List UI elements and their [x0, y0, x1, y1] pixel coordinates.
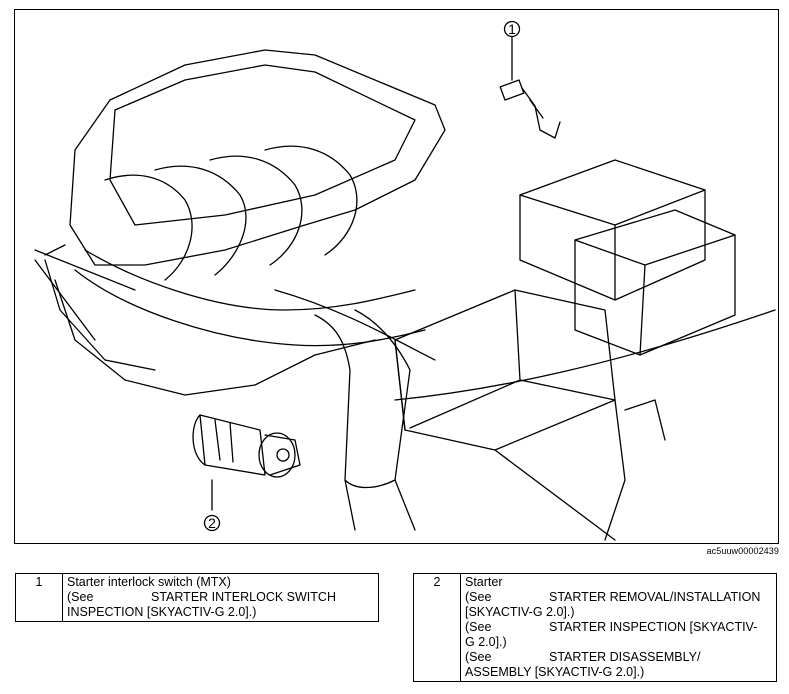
- figure-id: ac5uuw00002439: [706, 546, 779, 556]
- see-prefix: (See: [67, 590, 94, 604]
- intake-runner-2: [154, 165, 247, 276]
- reference-link-continued[interactable]: G 2.0].): [465, 635, 507, 649]
- air-cleaner-box: [394, 289, 616, 451]
- callout-1-label: 1: [508, 21, 516, 37]
- callout-2-label: 2: [208, 515, 216, 531]
- see-prefix: (See: [465, 620, 492, 634]
- legend-number: 2: [413, 573, 461, 682]
- starter-interlock-switch-drawing: [499, 79, 561, 139]
- intake-runner-3: [209, 155, 303, 266]
- reference-link-continued[interactable]: INSPECTION [SKYACTIV-G 2.0].): [67, 605, 257, 619]
- intake-runner-1: [104, 174, 193, 281]
- reference-link-continued[interactable]: ASSEMBLY [SKYACTIV-G 2.0].): [465, 665, 645, 679]
- legend-description: Starter interlock switch (MTX) (See START…: [62, 573, 379, 622]
- reference-link[interactable]: STARTER DISASSEMBLY/: [549, 650, 701, 664]
- legend-reference[interactable]: (See STARTER DISASSEMBLY/: [465, 650, 772, 665]
- legend-reference[interactable]: (See STARTER REMOVAL/INSTALLATION: [465, 590, 772, 605]
- engine-block-lower: [54, 279, 376, 396]
- legend-description: Starter (See STARTER REMOVAL/INSTALLATION…: [460, 573, 777, 682]
- intake-plenum: [84, 249, 416, 311]
- reference-link-continued[interactable]: [SKYACTIV-G 2.0].): [465, 605, 575, 619]
- legend-table-starter-interlock-switch: 1 Starter interlock switch (MTX) (See STA…: [15, 573, 379, 622]
- engine-illustration: 1 2: [14, 9, 779, 544]
- starter-motor-drawing: [192, 414, 301, 478]
- callout-1-circle: [503, 20, 521, 38]
- reference-link[interactable]: STARTER REMOVAL/INSTALLATION: [549, 590, 761, 604]
- legend-reference[interactable]: (See STARTER INTERLOCK SWITCH: [67, 590, 374, 605]
- legend-number: 1: [15, 573, 63, 622]
- junction-box: [574, 209, 736, 356]
- reference-link[interactable]: STARTER INTERLOCK SWITCH: [151, 590, 336, 604]
- legend-reference[interactable]: (See STARTER INSPECTION [SKYACTIV-: [465, 620, 772, 635]
- legend-title: Starter: [465, 575, 503, 589]
- cam-cover: [109, 64, 416, 226]
- intake-runner-4: [264, 145, 358, 256]
- see-prefix: (See: [465, 650, 492, 664]
- battery: [519, 159, 706, 301]
- legend-title: Starter interlock switch (MTX): [67, 575, 231, 589]
- engine-head-outline: [69, 49, 446, 266]
- see-prefix: (See: [465, 590, 492, 604]
- reference-link[interactable]: STARTER INSPECTION [SKYACTIV-: [549, 620, 758, 634]
- callout-2-circle: [203, 514, 221, 532]
- intake-duct: [314, 309, 411, 489]
- engine-line-drawing: 1 2: [34, 20, 776, 541]
- legend-table-starter: 2 Starter (See STARTER REMOVAL/INSTALLATI…: [413, 573, 777, 682]
